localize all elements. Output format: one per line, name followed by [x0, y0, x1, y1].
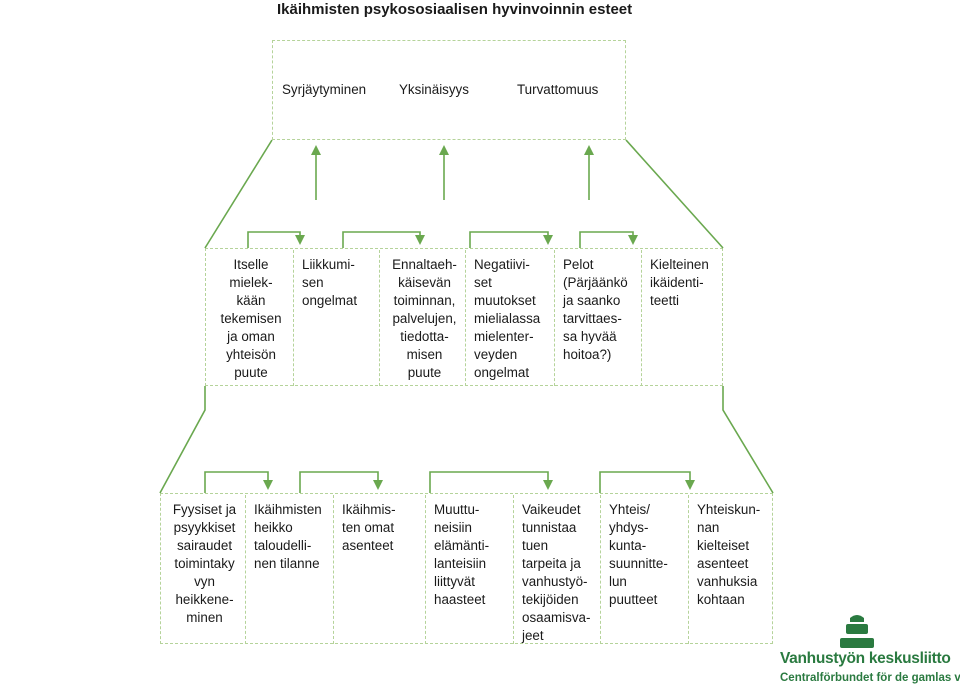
top-label-yksinaisyys: Yksinäisyys [399, 82, 469, 97]
outline-top-left [204, 139, 273, 249]
middle-factor-6: Kielteinen ikäidenti- teetti [641, 250, 723, 386]
bottom-factor-7: Yhteiskun- nan kielteiset asenteet vanhu… [688, 495, 773, 644]
diagram-title: Ikäihmisten psykososiaalisen hyvinvoinni… [277, 1, 633, 18]
bottom-factor-4: Muuttu- neisiin elämänti- lanteisiin lii… [425, 495, 513, 644]
bottom-factor-5: Vaikeudet tunnistaa tuen tarpeita ja van… [513, 495, 600, 644]
bottom-bracket-2 [299, 471, 383, 493]
logo-subtitle: Centralförbundet för de gamlas väl ry [780, 672, 960, 684]
bottom-factor-1: Fyysiset ja psyykkiset sairaudet toimint… [172, 502, 237, 625]
mid-bracket-2 [342, 231, 425, 248]
middle-factor-5: Pelot (Pärjäänkö ja saanko tarvittaes- s… [554, 250, 641, 386]
middle-factor-2: Liikkumi- sen ongelmat [293, 250, 379, 386]
mid-bracket-1 [247, 231, 305, 248]
bottom-factor-3: Ikäihmis- ten omat asenteet [333, 495, 425, 644]
mid-bracket-3 [469, 231, 553, 248]
bottom-bracket-1 [204, 471, 273, 493]
logo-name: Vanhustyön keskusliitto [780, 650, 951, 667]
mid-bracket-4 [579, 231, 638, 248]
middle-box [205, 248, 723, 386]
top-label-turvattomuus: Turvattomuus [517, 82, 599, 97]
bottom-factor-2: Ikäihmisten heikko taloudelli- nen tilan… [245, 495, 333, 644]
outline-top-right [625, 139, 724, 249]
bottom-box [160, 493, 773, 644]
vanhustyon-keskusliitto-logo-icon [840, 615, 874, 648]
middle-factor-1: Itselle mielek- kään tekemisen ja oman y… [220, 257, 282, 380]
bottom-factor-6: Yhteis/ yhdys- kunta- suunnitte- lun puu… [600, 495, 688, 644]
middle-factor-3: Ennaltaeh- käisevän toiminnan, palveluje… [379, 250, 465, 386]
middle-factor-4: Negatiivi- set muutokset mielialassa mie… [465, 250, 554, 386]
bottom-bracket-3 [429, 471, 553, 493]
outline-mid-right [722, 386, 774, 494]
top-box [272, 40, 626, 140]
top-label-syrjaytyminen: Syrjäytyminen [282, 82, 367, 97]
outline-mid-left [159, 386, 206, 494]
bottom-bracket-4 [599, 471, 695, 493]
